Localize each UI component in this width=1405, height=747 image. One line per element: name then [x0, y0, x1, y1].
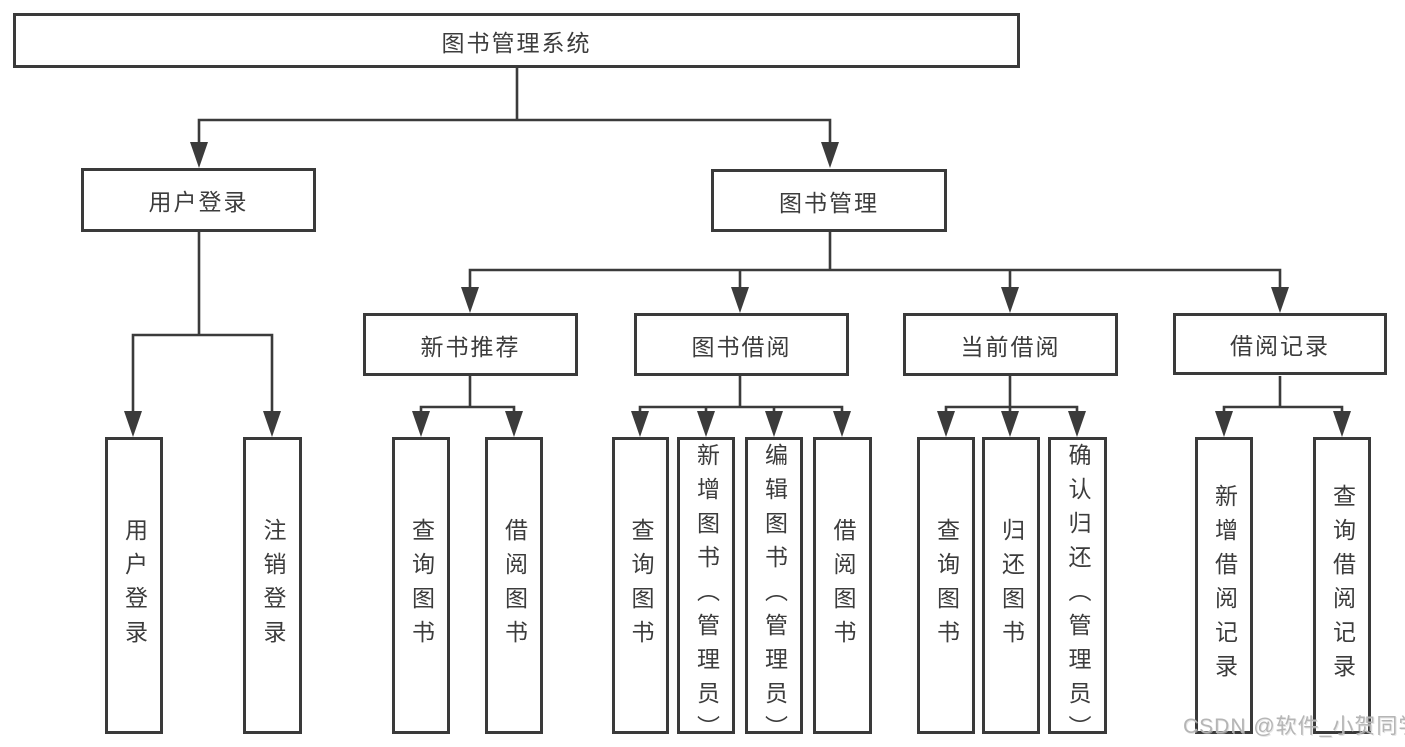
- leaf-query-books-current: 查询图书: [917, 437, 975, 734]
- leaf-query-books-current-label: 查询图书: [933, 517, 960, 654]
- node-book-borrow: 图书借阅: [634, 313, 849, 376]
- leaf-confirm-return-admin: 确认归还（管理员）: [1048, 437, 1107, 747]
- node-book-management: 图书管理: [711, 169, 947, 232]
- connector-book-management-children: [461, 232, 1289, 313]
- node-root-label: 图书管理系统: [441, 29, 592, 56]
- leaf-borrow-books-recommend: 借阅图书: [485, 437, 543, 734]
- node-borrow-records-label: 借阅记录: [1230, 333, 1330, 359]
- node-root: 图书管理系统: [13, 13, 1020, 68]
- arrowhead-icon: [1333, 411, 1351, 437]
- leaf-add-borrow-record: 新增借阅记录: [1195, 437, 1253, 734]
- connector-new-book-children: [412, 376, 523, 437]
- leaf-logout-label: 注销登录: [260, 517, 286, 654]
- arrowhead-icon: [263, 411, 281, 437]
- connector-borrow-records-children: [1215, 376, 1351, 437]
- node-borrow-records: 借阅记录: [1173, 313, 1387, 375]
- arrowhead-icon: [124, 411, 142, 437]
- leaf-borrow-books-recommend-label: 借阅图书: [501, 517, 528, 654]
- leaf-query-borrow-record: 查询借阅记录: [1313, 437, 1371, 734]
- arrowhead-icon: [697, 411, 715, 437]
- leaf-edit-books-admin: 编辑图书（管理员）: [745, 437, 803, 747]
- arrowhead-icon: [412, 411, 430, 437]
- node-current-borrow-label: 当前借阅: [960, 333, 1061, 360]
- connector-book-borrow-children: [631, 376, 851, 437]
- node-user-login: 用户登录: [81, 168, 316, 232]
- leaf-add-books-admin: 新增图书（管理员）: [677, 437, 735, 747]
- arrowhead-icon: [833, 411, 851, 437]
- leaf-add-borrow-record-label: 新增借阅记录: [1211, 483, 1238, 688]
- arrowhead-icon: [821, 142, 839, 168]
- leaf-query-books-recommend-label: 查询图书: [408, 517, 435, 654]
- leaf-add-books-admin-label: 新增图书（管理员）: [693, 443, 720, 747]
- leaf-query-borrow-record-label: 查询借阅记录: [1329, 483, 1356, 688]
- arrowhead-icon: [1068, 411, 1086, 437]
- node-new-book-recommend-label: 新书推荐: [420, 333, 521, 360]
- leaf-borrow-books: 借阅图书: [813, 437, 872, 734]
- arrowhead-icon: [631, 411, 649, 437]
- node-user-login-label: 用户登录: [148, 189, 249, 215]
- arrowhead-icon: [190, 142, 208, 168]
- leaf-query-books-borrow: 查询图书: [612, 437, 669, 734]
- arrowhead-icon: [1271, 287, 1289, 313]
- leaf-borrow-books-label: 借阅图书: [830, 517, 856, 654]
- arrowhead-icon: [505, 411, 523, 437]
- arrowhead-icon: [1001, 411, 1019, 437]
- connector-current-borrow-children: [937, 376, 1086, 437]
- node-book-borrow-label: 图书借阅: [691, 333, 792, 360]
- leaf-edit-books-admin-label: 编辑图书（管理员）: [761, 443, 788, 747]
- leaf-logout: 注销登录: [243, 437, 302, 734]
- arrowhead-icon: [1215, 411, 1233, 437]
- arrowhead-icon: [1001, 287, 1019, 313]
- arrowhead-icon: [937, 411, 955, 437]
- csdn-watermark: CSDN @软件_小贺同学: [1183, 715, 1405, 738]
- arrowhead-icon: [765, 411, 783, 437]
- arrowhead-icon: [731, 287, 749, 313]
- leaf-confirm-return-admin-label: 确认归还（管理员）: [1065, 443, 1091, 747]
- leaf-user-login-label: 用户登录: [121, 517, 148, 654]
- leaf-return-books-label: 归还图书: [998, 517, 1025, 654]
- connector-user-login-children: [124, 232, 281, 437]
- leaf-query-books-borrow-label: 查询图书: [628, 517, 654, 654]
- leaf-return-books: 归还图书: [982, 437, 1040, 734]
- leaf-user-login: 用户登录: [105, 437, 163, 734]
- leaf-query-books-recommend: 查询图书: [392, 437, 450, 734]
- arrowhead-icon: [461, 287, 479, 313]
- node-current-borrow: 当前借阅: [903, 313, 1118, 376]
- node-book-management-label: 图书管理: [779, 189, 879, 216]
- node-new-book-recommend: 新书推荐: [363, 313, 578, 376]
- connector-root-to-level2: [190, 68, 839, 168]
